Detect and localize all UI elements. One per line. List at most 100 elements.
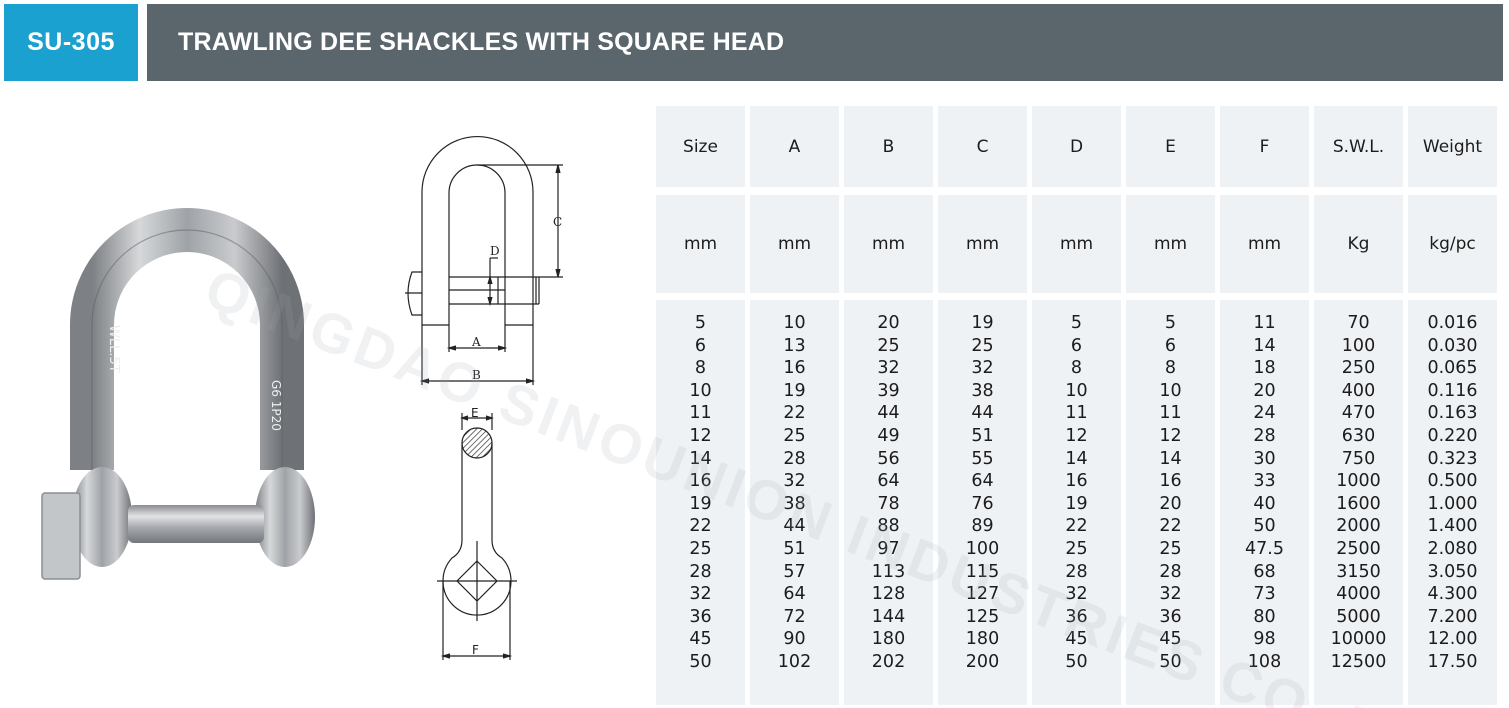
table-cell: 12.00 <box>1427 629 1478 650</box>
column-header: C <box>938 106 1027 187</box>
table-cell: 44 <box>783 516 806 537</box>
table-cell: 68 <box>1253 561 1276 582</box>
side-view-drawing <box>437 413 517 660</box>
table-cell: 115 <box>965 561 1000 582</box>
table-cell: 12 <box>1159 425 1182 446</box>
column-unit: mm <box>750 195 839 293</box>
column-unit: kg/pc <box>1408 195 1497 293</box>
dimension-label-b: B <box>472 368 481 382</box>
table-cell: 3.050 <box>1427 561 1478 582</box>
table-cell: 10 <box>689 380 712 401</box>
table-cell: 125 <box>965 606 1000 627</box>
product-photo: WLL.5T G6 1P20 <box>41 208 315 580</box>
table-cell: 750 <box>1341 448 1376 469</box>
table-cell: 0.030 <box>1427 335 1478 356</box>
table-cell: 25 <box>783 425 806 446</box>
table-cell: 38 <box>971 380 994 401</box>
table-cell: 25 <box>971 335 994 356</box>
table-cell: 64 <box>971 471 994 492</box>
table-cell: 36 <box>1159 606 1182 627</box>
table-cell: 11 <box>1159 403 1182 424</box>
table-cell: 57 <box>783 561 806 582</box>
table-cell: 39 <box>877 380 900 401</box>
table-cell: 11 <box>1065 403 1088 424</box>
table-cell: 22 <box>1159 516 1182 537</box>
table-cell: 5 <box>1070 313 1083 333</box>
table-cell: 100 <box>1341 335 1376 356</box>
table-cell: 11 <box>689 403 712 424</box>
column-header: F <box>1220 106 1309 187</box>
column-unit: mm <box>1032 195 1121 293</box>
front-view-drawing <box>405 135 563 385</box>
table-cell: 32 <box>1065 584 1088 605</box>
column-header: S.W.L. <box>1314 106 1403 187</box>
table-cell: 44 <box>877 403 900 424</box>
column-header: D <box>1032 106 1121 187</box>
table-cell: 144 <box>871 606 906 627</box>
table-cell: 470 <box>1341 403 1376 424</box>
table-cell: 12 <box>1065 425 1088 446</box>
column-unit: mm <box>938 195 1027 293</box>
svg-text:WLL.5T: WLL.5T <box>106 325 121 373</box>
table-cell: 2000 <box>1336 516 1381 537</box>
table-cell: 28 <box>689 561 712 582</box>
table-cell: 0.220 <box>1427 425 1478 446</box>
table-cell: 22 <box>1065 516 1088 537</box>
table-cell: 11 <box>1253 313 1276 333</box>
table-cell: 14 <box>1159 448 1182 469</box>
table-cell: 6 <box>1070 335 1083 356</box>
table-cell: 32 <box>1159 584 1182 605</box>
table-cell: 12 <box>689 425 712 446</box>
table-cell: 10 <box>783 313 806 333</box>
svg-text:G6 1P20: G6 1P20 <box>269 380 283 431</box>
table-cell: 400 <box>1341 380 1376 401</box>
table-cell: 6 <box>694 335 707 356</box>
product-code-badge: SU-305 <box>4 4 138 81</box>
table-cell: 16 <box>783 358 806 379</box>
table-cell: 0.500 <box>1427 471 1478 492</box>
table-cell: 630 <box>1341 425 1376 446</box>
table-cell: 128 <box>871 584 906 605</box>
table-cell: 202 <box>871 651 906 672</box>
table-cell: 20 <box>877 313 900 333</box>
table-cell: 32 <box>783 471 806 492</box>
table-cell: 28 <box>1159 561 1182 582</box>
table-cell: 17.50 <box>1427 651 1478 672</box>
table-cell: 5 <box>694 313 707 333</box>
table-cell: 200 <box>965 651 1000 672</box>
table-cell: 25 <box>689 538 712 559</box>
table-cell: 97 <box>877 538 900 559</box>
table-cell: 88 <box>877 516 900 537</box>
table-cell: 19 <box>971 313 994 333</box>
table-cell: 4.300 <box>1427 584 1478 605</box>
table-cell: 14 <box>1065 448 1088 469</box>
table-cell: 1.000 <box>1427 493 1478 514</box>
table-cell: 250 <box>1341 358 1376 379</box>
table-cell: 25 <box>1065 538 1088 559</box>
table-cell: 127 <box>965 584 1000 605</box>
table-cell: 40 <box>1253 493 1276 514</box>
table-cell: 7.200 <box>1427 606 1478 627</box>
table-cell: 19 <box>783 380 806 401</box>
table-cell: 22 <box>783 403 806 424</box>
technical-drawing: C D A B E F <box>405 135 563 660</box>
table-cell: 19 <box>689 493 712 514</box>
table-cell: 16 <box>689 471 712 492</box>
column-header: B <box>844 106 933 187</box>
table-cell: 73 <box>1253 584 1276 605</box>
table-cell: 25 <box>1159 538 1182 559</box>
column-unit: mm <box>1220 195 1309 293</box>
table-cell: 50 <box>1253 516 1276 537</box>
table-cell: 2.080 <box>1427 538 1478 559</box>
table-cell: 113 <box>871 561 906 582</box>
table-cell: 50 <box>1065 651 1088 672</box>
table-cell: 4000 <box>1336 584 1381 605</box>
table-cell: 180 <box>871 629 906 650</box>
table-cell: 47.5 <box>1245 538 1284 559</box>
table-cell: 1000 <box>1336 471 1381 492</box>
